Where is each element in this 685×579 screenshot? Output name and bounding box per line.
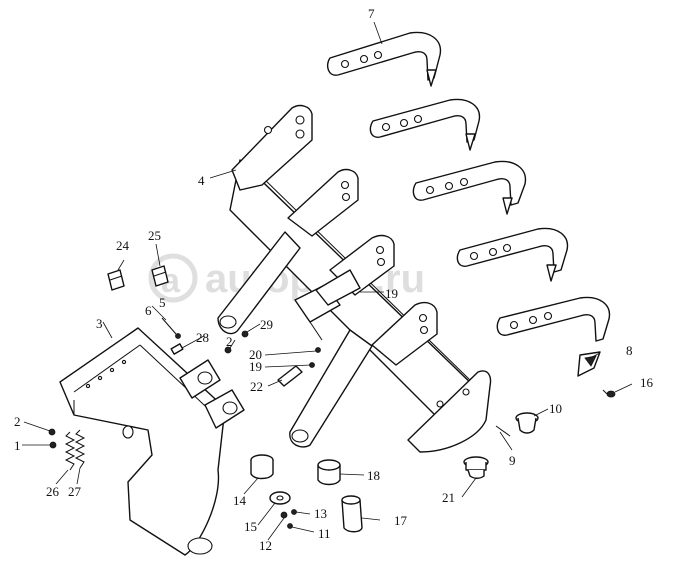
callout-16: 16 (640, 375, 654, 390)
callout-10: 10 (549, 401, 562, 416)
callout-8: 8 (626, 343, 633, 358)
callout-21: 20 (249, 347, 262, 362)
callout-15: 15 (244, 519, 257, 534)
callout-28: 28 (196, 330, 209, 345)
tine-arm-3 (412, 160, 527, 215)
callout-6: 6 (145, 303, 152, 318)
callout-18: 18 (367, 468, 380, 483)
callout-2-lower: 2 (14, 414, 21, 429)
callout-26: 26 (46, 484, 60, 499)
callout-29: 29 (260, 317, 273, 332)
callout-17: 17 (394, 513, 408, 528)
callout-25: 25 (148, 228, 161, 243)
callout-4: 4 (198, 173, 205, 188)
callout-5: 5 (159, 295, 166, 310)
callout-19: 19 (385, 286, 398, 301)
callout-27: 27 (68, 484, 82, 499)
main-frame (59, 327, 245, 556)
callout-11: 11 (318, 526, 331, 541)
callout-2-upper: 2 (226, 334, 233, 349)
callout-22: 21 (442, 490, 455, 505)
callout-7: 7 (368, 6, 375, 21)
callout-23: 22 (250, 379, 263, 394)
callout-labels: 7 4 24 25 19 3 5 6 28 29 2 20 19 22 8 16… (14, 6, 654, 553)
tine-point (577, 351, 601, 377)
bolt-16 (602, 389, 616, 398)
callout-24: 24 (116, 238, 130, 253)
small-parts (48, 265, 539, 533)
watermark-logo-icon (148, 253, 198, 303)
main-tube-assembly (217, 104, 492, 453)
callout-13: 13 (314, 506, 327, 521)
tine-arm-group (326, 31, 611, 342)
callout-3: 3 (96, 316, 103, 331)
callout-1: 1 (14, 438, 21, 453)
tine-arm-4 (456, 227, 569, 282)
leader-lines (22, 21, 633, 541)
callout-9: 9 (509, 453, 516, 468)
callout-14: 14 (233, 493, 247, 508)
callout-12: 12 (259, 538, 272, 553)
tine-arm-5 (496, 296, 611, 342)
callout-20: 19 (249, 359, 262, 374)
tine-arm-2 (369, 98, 481, 151)
tine-arm-1 (326, 31, 442, 87)
